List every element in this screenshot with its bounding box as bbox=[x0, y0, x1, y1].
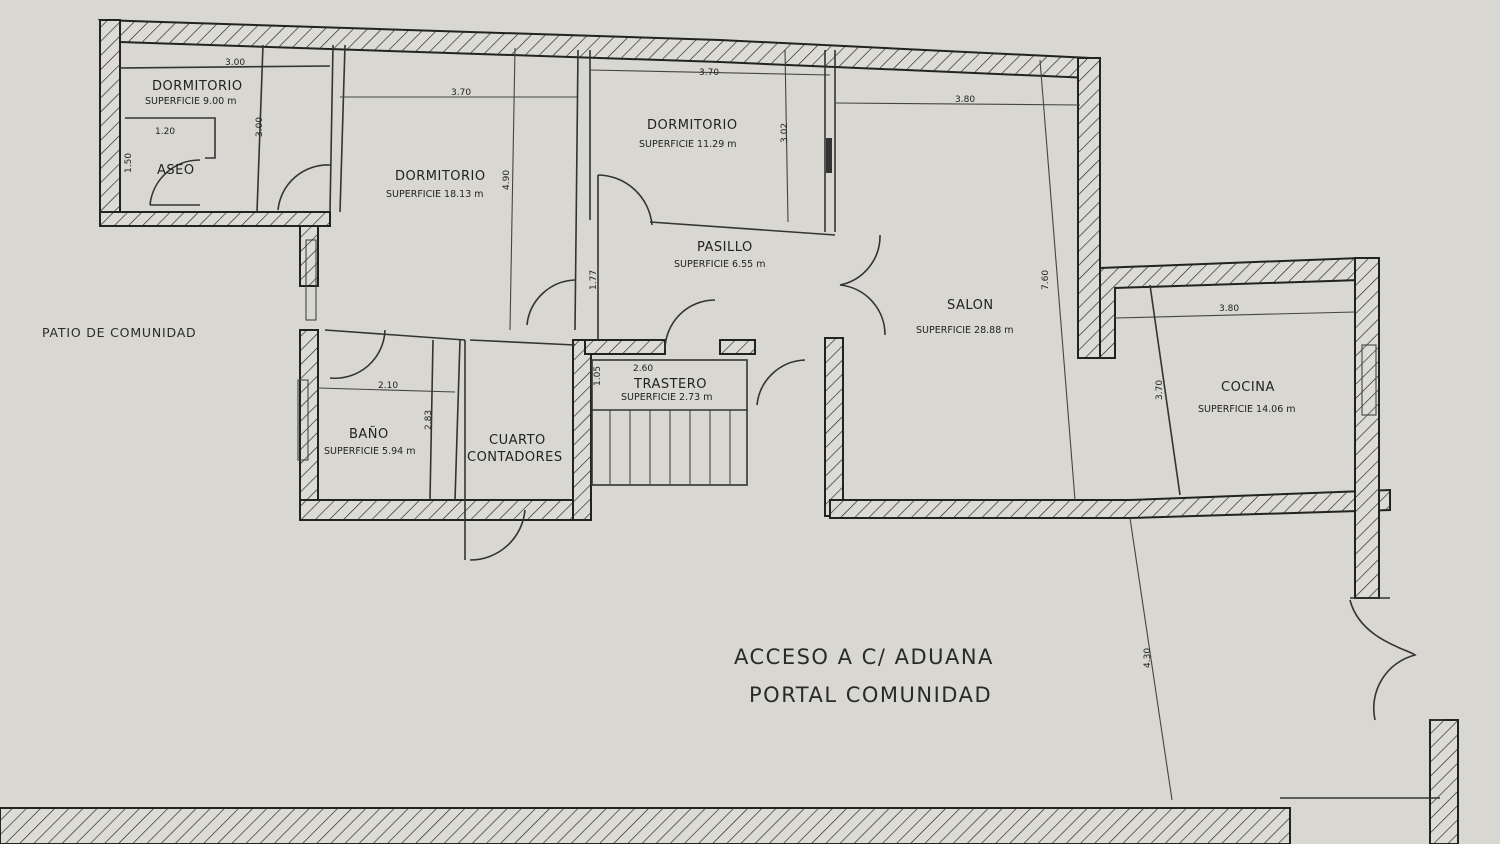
room-name: DORMITORIO bbox=[395, 169, 486, 184]
room-surface: SUPERFICIE 9.00 m bbox=[145, 96, 236, 107]
room-surface: SUPERFICIE 28.88 m bbox=[916, 325, 1014, 336]
dimension-labels: 3.00 3.00 1.20 1.50 3.70 4.90 3.70 3.02 … bbox=[124, 58, 1239, 668]
room-name: BAÑO bbox=[349, 426, 389, 442]
svg-text:3.00: 3.00 bbox=[225, 58, 245, 68]
room-surface: SUPERFICIE 2.73 m bbox=[621, 392, 712, 403]
patio-label: PATIO DE COMUNIDAD bbox=[42, 325, 196, 340]
svg-text:3.80: 3.80 bbox=[1219, 304, 1239, 314]
room-name: CUARTO bbox=[489, 433, 546, 448]
svg-text:3.70: 3.70 bbox=[1155, 380, 1165, 400]
room-name: CONTADORES bbox=[467, 450, 563, 465]
svg-text:3.00: 3.00 bbox=[255, 117, 265, 137]
room-surface: SUPERFICIE 18.13 m bbox=[386, 189, 484, 200]
svg-text:1.05: 1.05 bbox=[593, 366, 603, 386]
svg-text:2.60: 2.60 bbox=[633, 364, 653, 374]
svg-text:1.20: 1.20 bbox=[155, 127, 175, 137]
room-name: ASEO bbox=[157, 163, 195, 178]
svg-text:1.50: 1.50 bbox=[124, 153, 134, 173]
room-surface: SUPERFICIE 11.29 m bbox=[639, 139, 737, 150]
svg-text:4.30: 4.30 bbox=[1143, 648, 1153, 668]
room-name: PASILLO bbox=[697, 240, 753, 255]
svg-text:2.10: 2.10 bbox=[378, 381, 398, 391]
svg-text:2.83: 2.83 bbox=[424, 410, 434, 430]
interior-lines bbox=[119, 44, 1445, 801]
svg-text:3.80: 3.80 bbox=[955, 95, 975, 105]
doors bbox=[149, 159, 1417, 721]
room-surface: SUPERFICIE 14.06 m bbox=[1198, 404, 1296, 415]
room-surface: SUPERFICIE 6.55 m bbox=[674, 259, 765, 270]
room-name: DORMITORIO bbox=[152, 79, 243, 94]
room-name: COCINA bbox=[1221, 380, 1275, 395]
walls bbox=[0, 18, 1459, 844]
room-name: TRASTERO bbox=[633, 377, 707, 392]
portal-label: PORTAL COMUNIDAD bbox=[749, 683, 992, 707]
svg-text:3.70: 3.70 bbox=[451, 88, 471, 98]
room-surface: SUPERFICIE 5.94 m bbox=[324, 446, 415, 457]
svg-text:1.77: 1.77 bbox=[589, 270, 599, 290]
access-label: ACCESO A C/ ADUANA bbox=[734, 645, 994, 669]
svg-text:3.02: 3.02 bbox=[780, 123, 790, 143]
room-labels: DORMITORIO SUPERFICIE 9.00 m ASEO DORMIT… bbox=[145, 79, 1296, 465]
svg-text:7.60: 7.60 bbox=[1041, 270, 1051, 290]
svg-text:4.90: 4.90 bbox=[502, 170, 512, 190]
room-name: SALON bbox=[947, 298, 994, 313]
room-name: DORMITORIO bbox=[647, 118, 738, 133]
svg-text:3.70: 3.70 bbox=[699, 68, 719, 78]
